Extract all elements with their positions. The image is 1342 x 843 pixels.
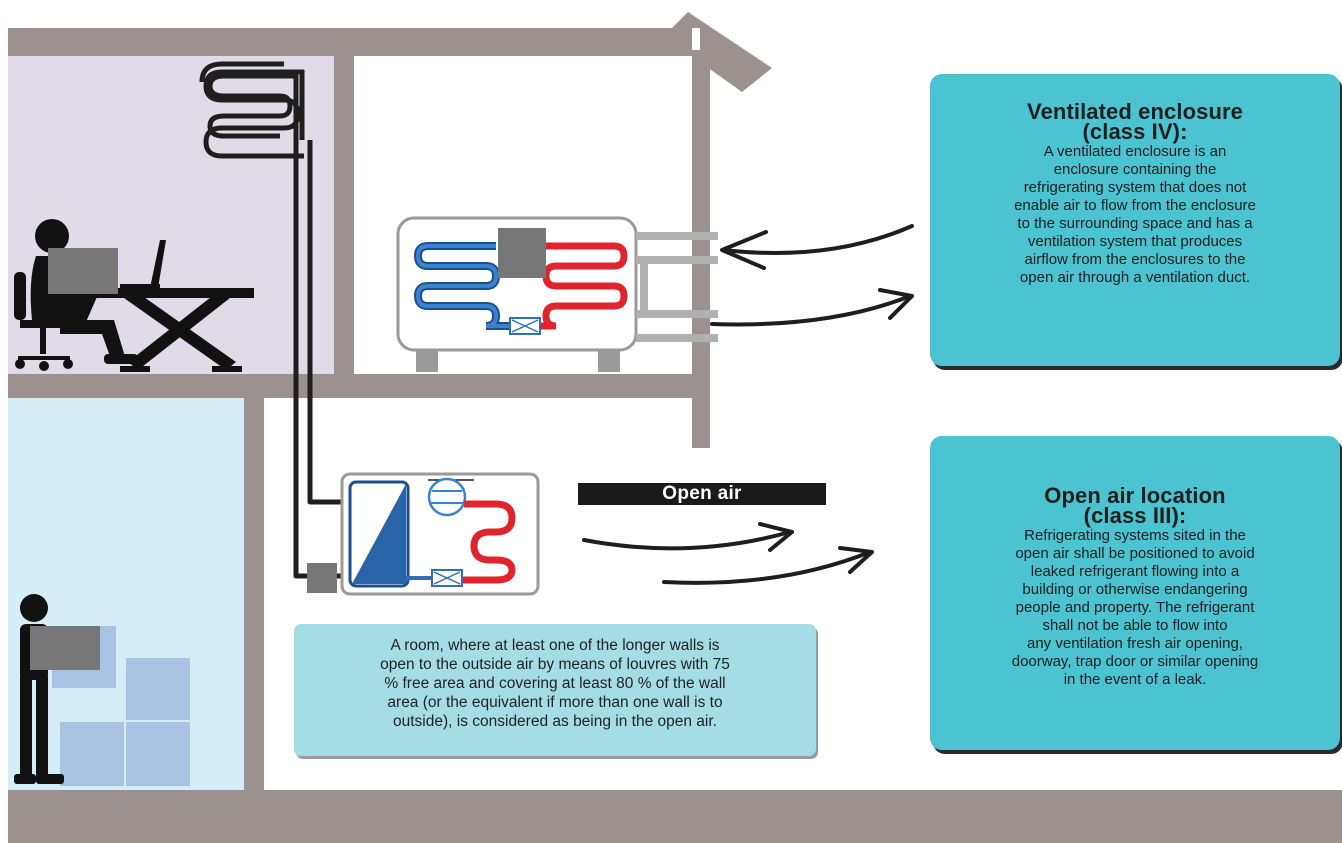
text-line: refrigerating system that does not [1023,179,1247,196]
airflow-arrows [582,224,914,585]
text-line: A ventilated enclosure is an [1043,143,1227,160]
open-air-room-note: A room, where at least one of the longer… [294,624,816,756]
pipe-junction-box [307,563,337,593]
ventilated-enclosure-text: A ventilated enclosure is an enclosure c… [970,143,1300,287]
text-line: ventilation system that produces [1027,233,1243,250]
building-walls [8,12,1342,843]
open-air-location-box: Open air location (class III): Refrigera… [930,436,1340,750]
text-line: shall not be able to flow into [1042,617,1228,634]
ventilated-enclosure-title: Ventilated enclosure [1027,99,1243,124]
text-line: leaked refrigerant flowing into a [1030,563,1240,580]
text-line: area (or the equivalent if more than one… [387,694,723,711]
text-line: building or otherwise endangering [1022,581,1248,598]
text-line: to the surrounding space and has a [1017,215,1253,232]
text-line: people and property. The refrigerant [1015,599,1255,616]
text-line: open air shall be positioned to avoid [1015,545,1255,562]
text-line: % free area and covering at least 80 % o… [384,675,726,692]
compressor-icon [427,477,467,517]
open-air-location-class: (class III): [1083,503,1187,528]
text-line: open air through a ventilation duct. [1019,269,1251,286]
person-desk-screen [48,248,118,294]
text-line: Refrigerating systems sited in the [1024,527,1246,544]
text-line: enclosure containing the [1053,161,1217,178]
text-line: A room, where at least one of the longer… [390,637,720,654]
compressor-block [498,228,546,278]
open-air-location-title: Open air location [1044,483,1226,508]
text-line: in the event of a leak. [1063,671,1207,688]
text-line: airflow from the enclosures to the [1024,251,1246,268]
laptop-icon [150,240,166,288]
ventilated-enclosure-box: Ventilated enclosure (class IV): A venti… [930,74,1340,366]
crates [52,626,190,786]
hot-coil [540,242,628,330]
carried-box [30,626,100,670]
ventilated-enclosure-class: (class IV): [1082,119,1188,144]
open-air-label: Open air [578,483,826,505]
open-air-location-text: Refrigerating systems sited in the open … [970,527,1300,689]
ventilated-enclosure-unit [396,216,718,372]
text-line: doorway, trap door or similar opening [1011,653,1259,670]
pipe-coil [203,69,304,159]
hot-coil-open-air [462,500,516,584]
open-air-unit [340,472,540,596]
refrigerant-pipe-run [199,61,348,579]
text-line: any ventilation fresh air opening, [1027,635,1243,652]
text-line: outside), is considered as being in the … [393,713,717,730]
text-line: open to the outside air by means of louv… [380,656,730,673]
text-line: enable air to flow from the enclosure [1014,197,1256,214]
